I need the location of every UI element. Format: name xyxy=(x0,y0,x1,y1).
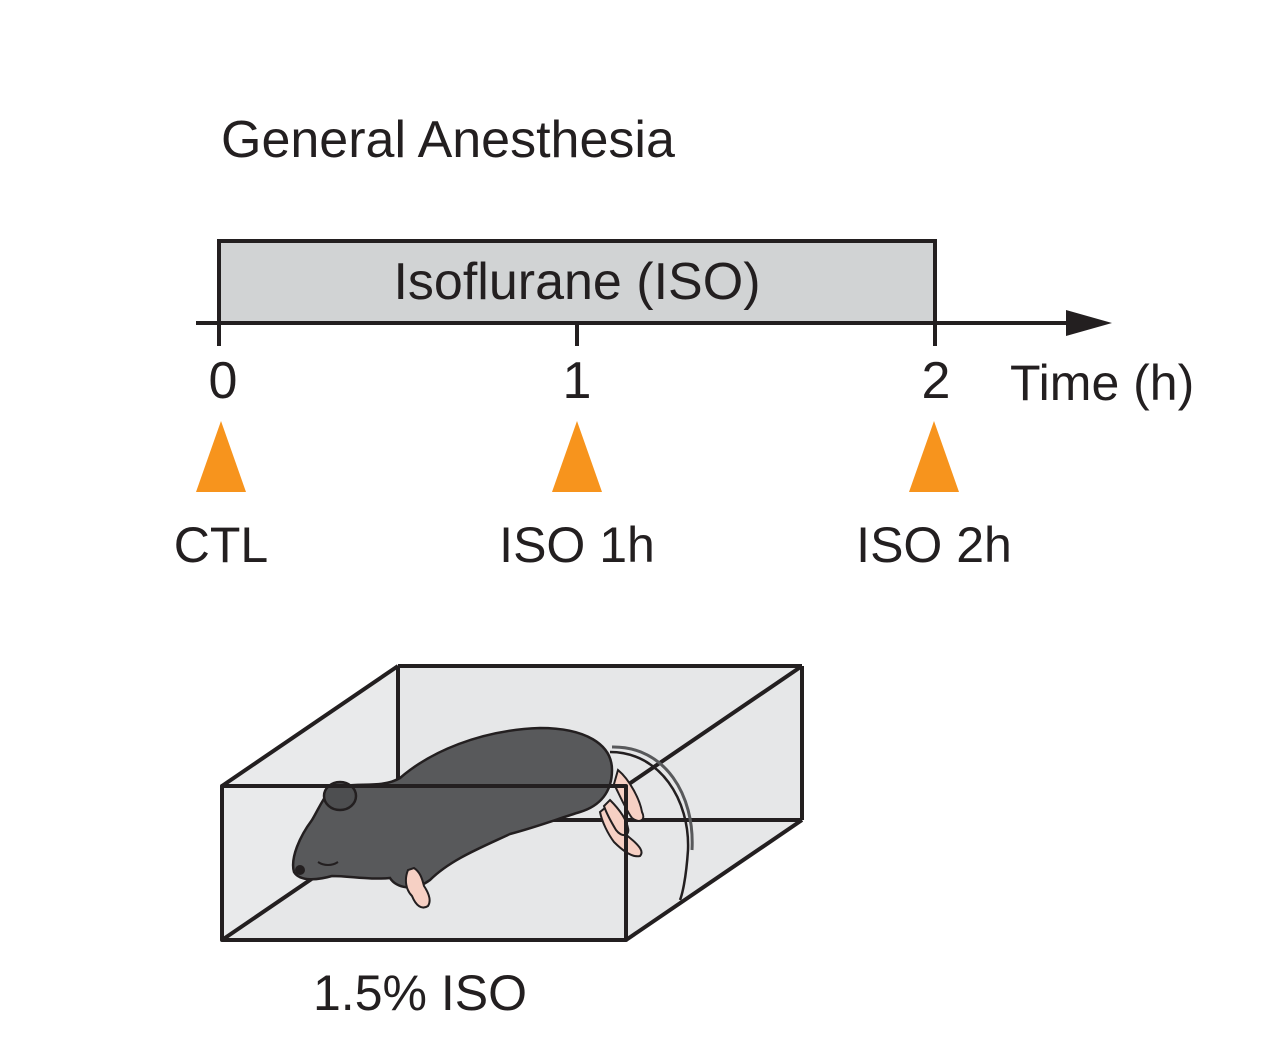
isoflurane-bar xyxy=(217,239,937,325)
mouse-body xyxy=(291,726,614,889)
time-axis-arrowhead xyxy=(1066,310,1112,336)
mouse-nose xyxy=(295,865,305,875)
time-axis-label: Time (h) xyxy=(1010,355,1195,411)
timepoint-label-iso-1h: ISO 1h xyxy=(499,517,655,573)
timepoint-label-ctl: CTL xyxy=(173,517,269,573)
timepoint-label-iso-2h: ISO 2h xyxy=(856,517,1012,573)
mouse-eye xyxy=(317,861,339,866)
cage-front-frame xyxy=(220,784,804,942)
marker-triangle-iso-1h xyxy=(552,421,602,492)
isoflurane-bar-label: Isoflurane (ISO) xyxy=(393,253,761,311)
tick-label-1: 1 xyxy=(562,352,592,410)
tick-label-0: 0 xyxy=(208,352,238,410)
figure-title: General Anesthesia xyxy=(221,111,675,169)
mouse-fore-paw xyxy=(404,866,431,909)
isoflurane-concentration-label: 1.5% ISO xyxy=(313,965,527,1021)
cage-left-wall xyxy=(222,666,398,940)
tick-label-2: 2 xyxy=(921,352,951,410)
mouse-ear xyxy=(322,780,358,812)
mouse-tail xyxy=(609,750,690,901)
marker-triangle-ctl xyxy=(196,421,246,492)
marker-triangle-iso-2h xyxy=(909,421,959,492)
mouse-illustration xyxy=(291,726,694,909)
